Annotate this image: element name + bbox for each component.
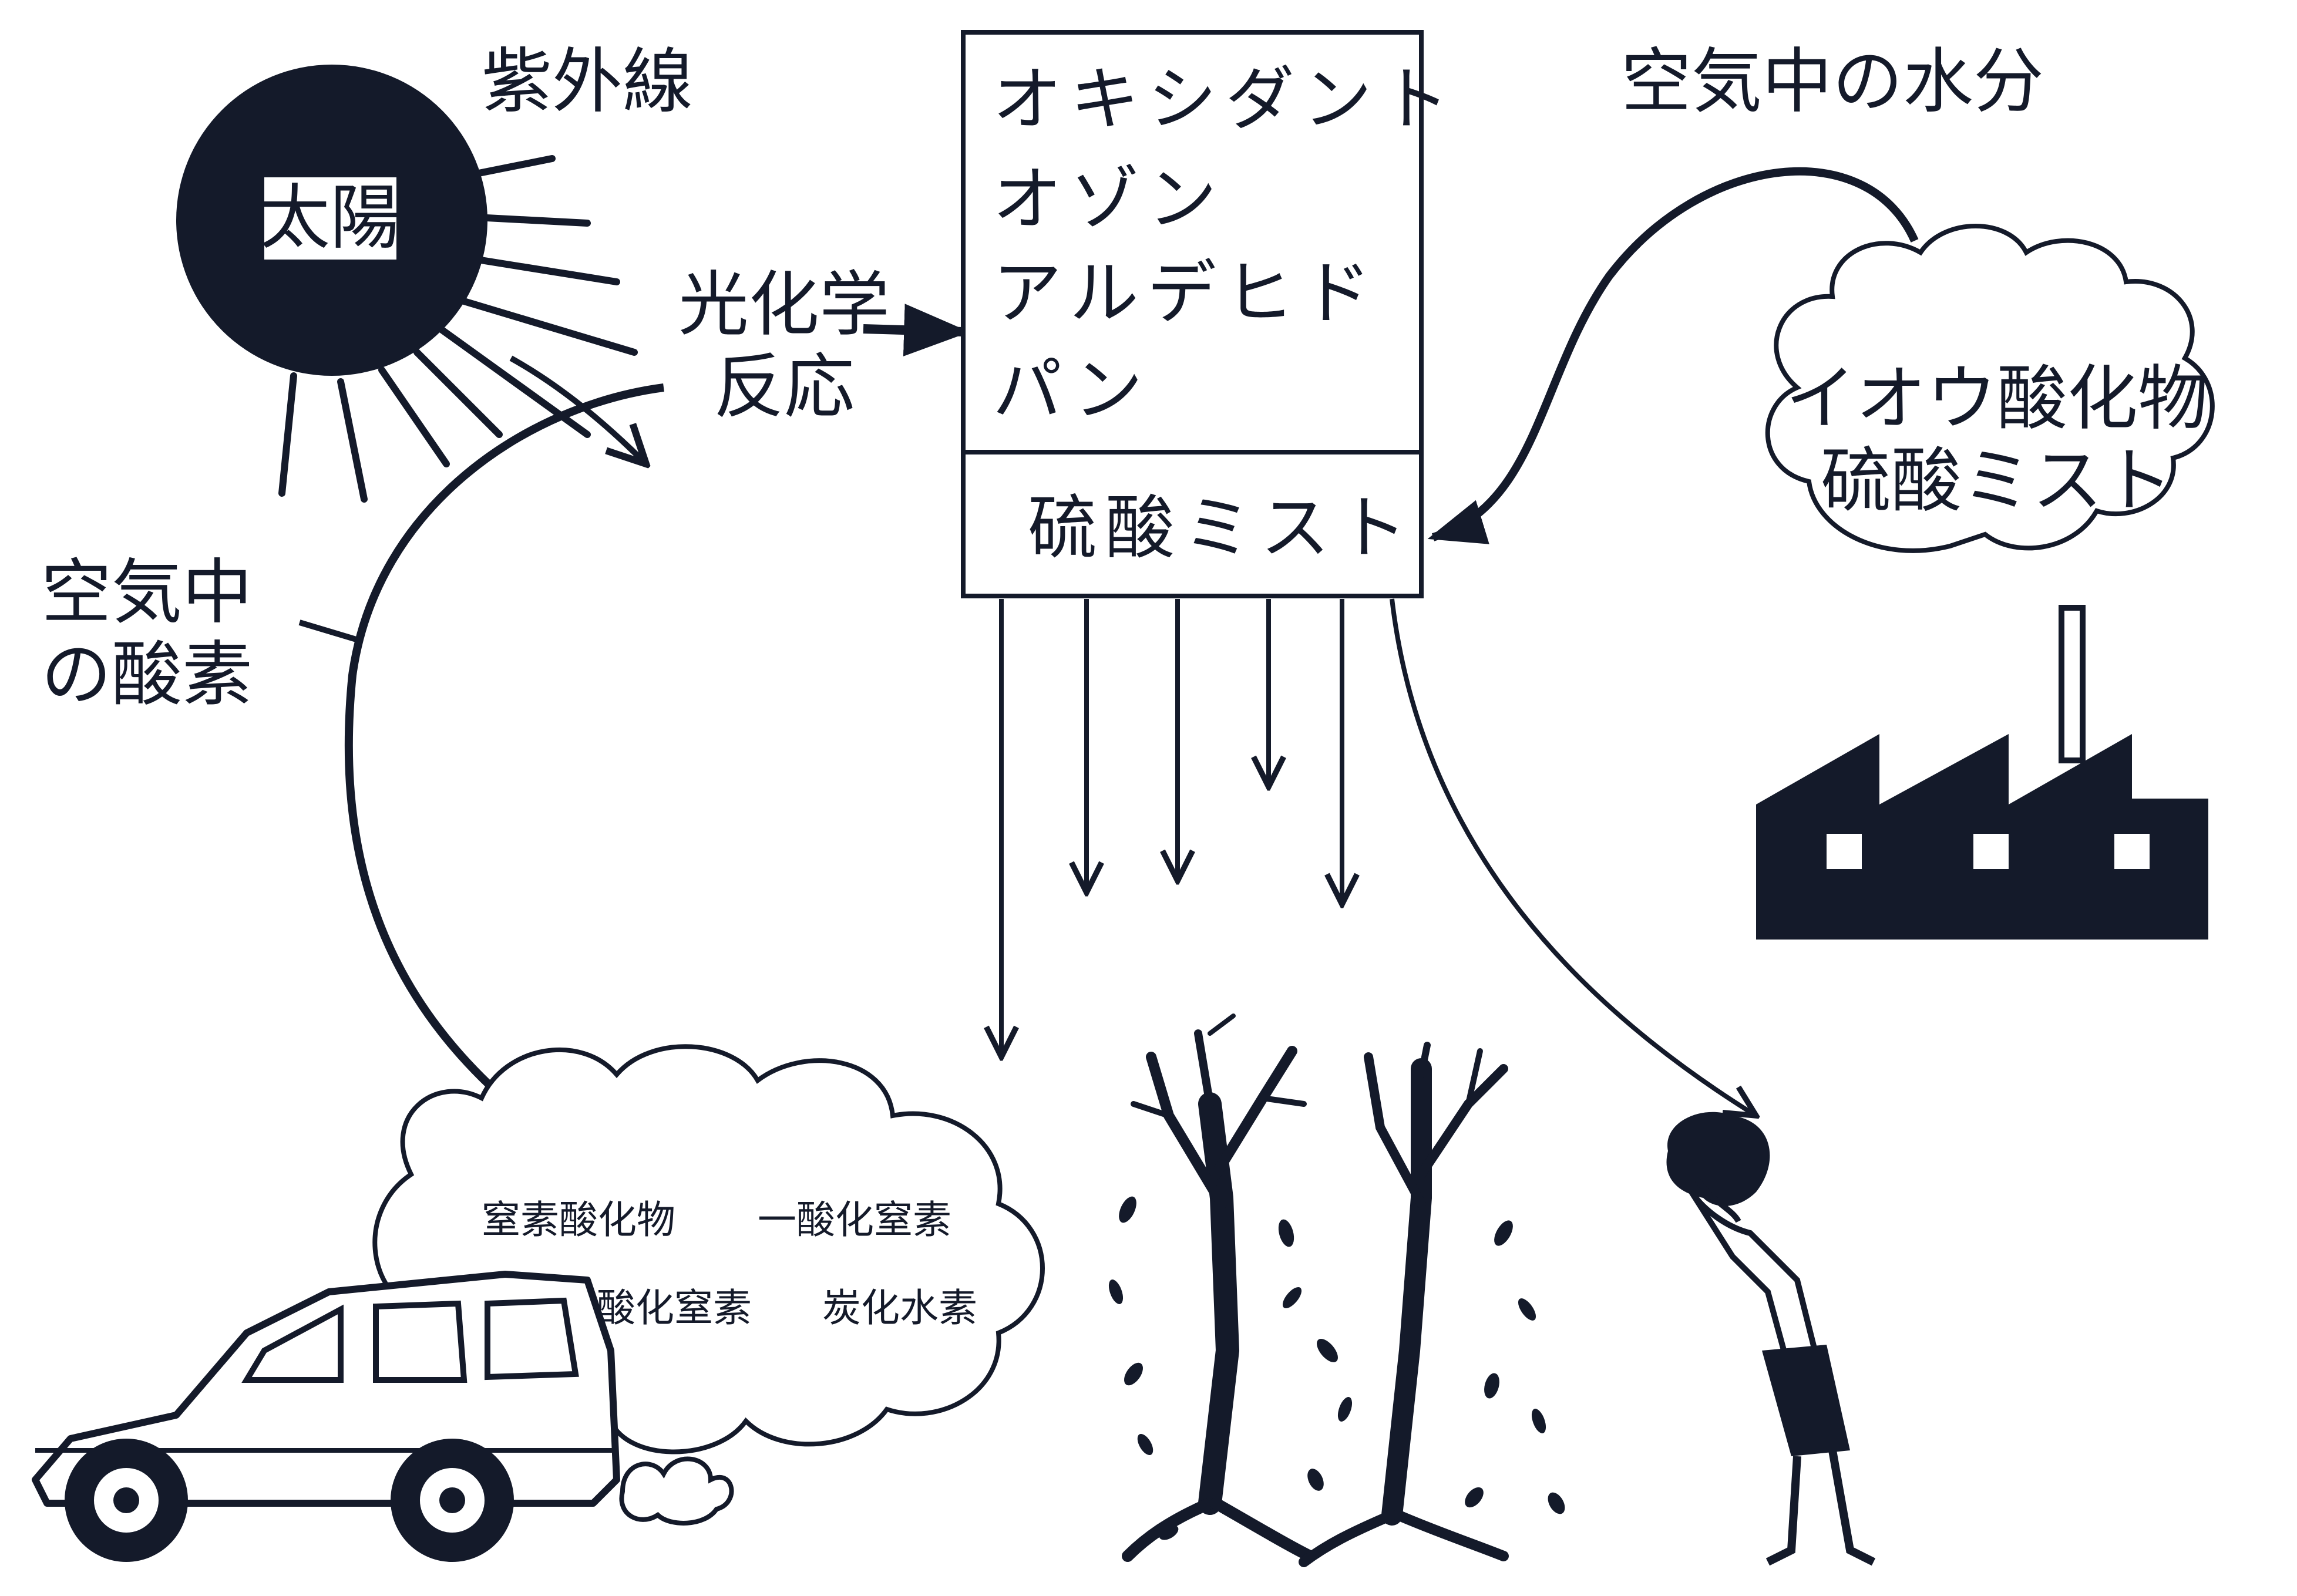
exhaust-cloud-item-nox: 窒素酸化物: [482, 1197, 675, 1243]
factory-cloud: [1765, 224, 2215, 553]
falling-leaves: [1108, 1196, 1565, 1540]
exhaust-to-reaction-curve: [344, 383, 664, 1137]
reaction-label-line1: 光化学: [678, 264, 890, 346]
box-item-oxidant: オキシダント: [993, 59, 1458, 140]
car-icon: [32, 1271, 620, 1562]
fallout-arrows: [1001, 598, 1756, 1116]
oxygen-label-line2: の酸素: [41, 634, 253, 716]
coughing-person-icon: [1666, 1112, 1876, 1566]
factory-icon: [1756, 605, 2208, 940]
exhaust-cloud-item-hc: 炭化水素: [822, 1285, 977, 1331]
ultraviolet-label: 紫外線: [482, 41, 693, 123]
reaction-to-box-arrow: [863, 304, 970, 356]
box-item-aldehyde: アルデヒド: [993, 252, 1380, 334]
moisture-to-box-curve: [1427, 167, 1919, 544]
moisture-label: 空気中の水分: [1621, 41, 2044, 123]
exhaust-puff: [619, 1456, 734, 1526]
pollutant-box: [961, 30, 1424, 598]
box-mist-label: 硫酸ミスト: [1028, 487, 1415, 568]
ultraviolet-arrow: [509, 355, 646, 464]
factory-cloud-line2: 硫酸ミスト: [1821, 440, 2173, 522]
box-item-ozone: オゾン: [993, 159, 1225, 240]
factory-cloud-line1: イオウ酸化物: [1785, 358, 2208, 440]
sun-label: 太陽: [260, 177, 401, 259]
sun-icon: [176, 65, 638, 503]
oxygen-tick: [298, 619, 359, 643]
dead-trees-icon: [1122, 1014, 1509, 1567]
exhaust-cloud-item-no: 一酸化窒素: [758, 1197, 951, 1243]
box-item-pan: パン: [993, 349, 1151, 430]
oxygen-label-line1: 空気中: [41, 552, 253, 634]
reaction-label-line2: 反応: [714, 346, 855, 428]
